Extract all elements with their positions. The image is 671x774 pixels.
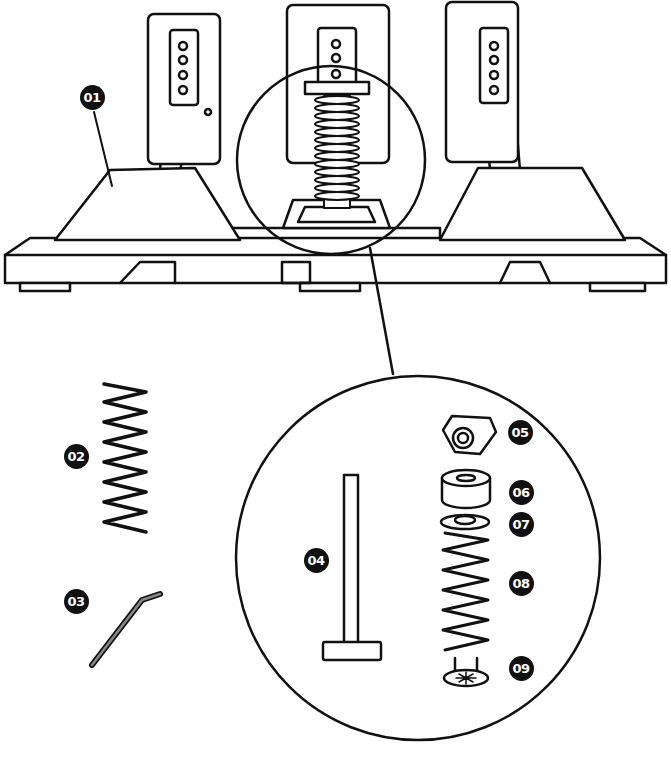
spring-part <box>443 533 488 650</box>
throttle-pedal <box>283 5 390 228</box>
magnifier <box>236 66 600 740</box>
hex-key <box>92 594 160 665</box>
center-spring <box>315 96 359 208</box>
callout-number: 08 <box>509 571 534 596</box>
callout-number: 09 <box>509 656 534 681</box>
leader-line <box>94 112 112 186</box>
spring-cap <box>443 416 496 454</box>
t-rod <box>323 475 381 660</box>
callout-number: 07 <box>509 512 534 537</box>
callout-number: 02 <box>64 444 89 469</box>
bumper <box>442 470 490 508</box>
callout-number: 06 <box>509 480 534 505</box>
clutch-pedal <box>55 14 240 240</box>
callout-number: 04 <box>304 548 329 573</box>
washer <box>441 515 489 529</box>
callout-number: 01 <box>80 85 105 110</box>
callout-number: 05 <box>508 420 533 445</box>
callout-number: 03 <box>64 589 89 614</box>
brake-pedal <box>440 2 625 240</box>
spare-spring <box>104 384 146 532</box>
spring-base <box>444 658 488 686</box>
